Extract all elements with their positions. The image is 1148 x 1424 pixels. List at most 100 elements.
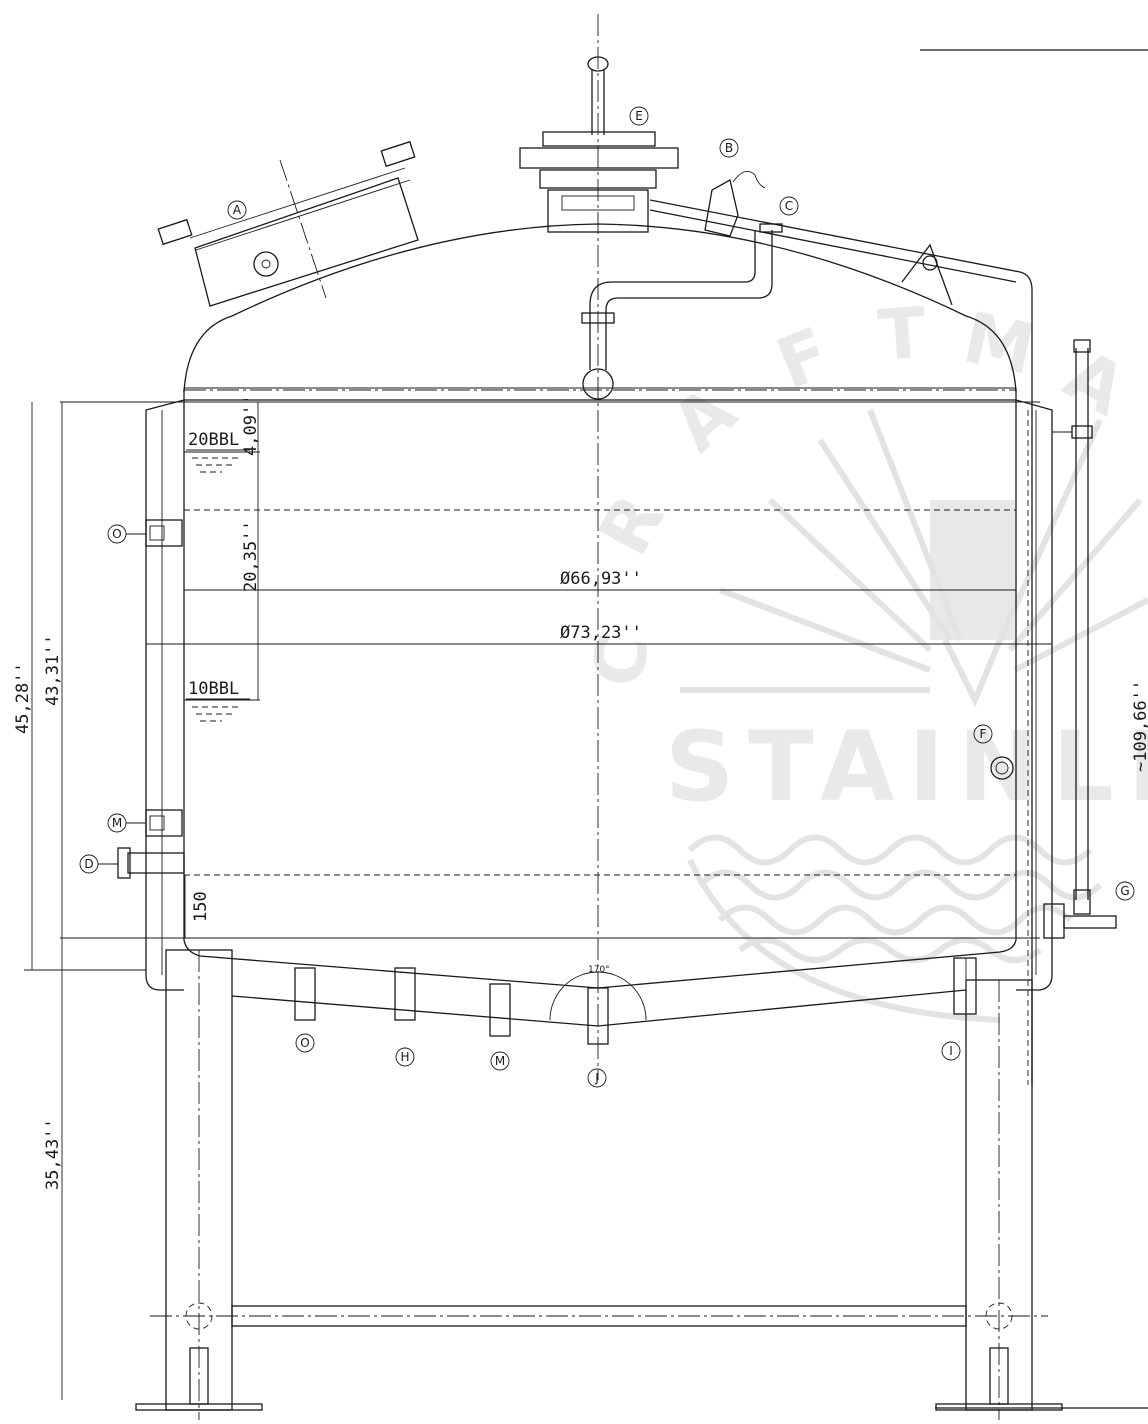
watermark-letter-r: R xyxy=(583,482,681,568)
jacket-vent-pipe-inner xyxy=(649,209,1017,283)
thermowell-f xyxy=(990,756,1014,780)
watermark-rays xyxy=(680,408,1148,693)
dim-top-level-gap: 4,09'' xyxy=(241,395,261,456)
bottom-nozzle-o xyxy=(294,967,316,1021)
cone-outer xyxy=(231,989,967,1027)
tank-dome xyxy=(183,223,1017,393)
callout-f: F xyxy=(980,727,987,741)
callouts: A B C D E F G H I J M M O O xyxy=(79,106,1135,1088)
outlet-d-pipe xyxy=(127,852,185,874)
callout-o-bottom-circle xyxy=(295,1033,315,1053)
cone-angle-arc xyxy=(549,971,647,1021)
relief-valve-b xyxy=(704,170,766,237)
jacket-outer-right xyxy=(145,399,1053,991)
callout-a: A xyxy=(233,203,242,217)
callout-a-circle xyxy=(227,200,247,220)
callout-d: D xyxy=(84,857,93,871)
dim-inner-diameter: Ø66,93'' xyxy=(560,569,642,589)
watermark-letter-a2: A xyxy=(1052,334,1140,432)
callout-b-circle xyxy=(719,138,739,158)
cip-pipe-inner xyxy=(605,230,773,370)
level-marks: 20BBL 10BBL xyxy=(186,430,250,722)
callout-i-circle xyxy=(941,1041,961,1061)
callout-o-side: O xyxy=(112,527,121,541)
manway-assembly xyxy=(157,140,419,307)
top-flange-main xyxy=(519,147,679,169)
sight-glass-cap xyxy=(1073,339,1091,353)
nozzle-m-inner xyxy=(149,815,165,831)
legs xyxy=(135,949,1063,1420)
manway-center-line xyxy=(279,159,327,299)
nozzle-o-inner xyxy=(149,525,165,541)
callout-h-circle xyxy=(395,1047,415,1067)
callout-j: J xyxy=(594,1071,599,1085)
side-outlet-d xyxy=(117,847,185,879)
lug-hole xyxy=(922,255,938,271)
side-nozzle-o xyxy=(145,519,183,547)
relief-valve-wire xyxy=(732,170,766,189)
callout-f-circle xyxy=(973,724,993,744)
level-10bbl-hatch xyxy=(192,706,240,722)
lifting-lug-right xyxy=(901,243,953,306)
dim-shell-height: 43,31'' xyxy=(43,634,63,706)
callout-m-side: M xyxy=(112,816,122,830)
manway-handle-left xyxy=(157,218,193,246)
manway-body xyxy=(194,177,419,307)
cip-pipe-outer xyxy=(589,230,756,370)
top-neck xyxy=(547,189,649,233)
watermark-letter-t: T xyxy=(875,292,929,377)
cone-angle-label: 170° xyxy=(588,965,610,975)
callout-e-circle xyxy=(629,106,649,126)
bottom-nozzle-i xyxy=(953,957,977,1015)
dim-overall-height-left: 45,28'' xyxy=(13,662,33,734)
callout-e: E xyxy=(635,109,643,123)
jacket-vent-pipe xyxy=(649,199,1033,1085)
bottom-nozzles xyxy=(294,957,977,1045)
valve-g-pipe xyxy=(1063,915,1117,929)
outlet-d-flange xyxy=(117,847,131,879)
vent-cap xyxy=(587,56,609,72)
watermark-arc xyxy=(687,858,1001,1023)
watermark-letter-a: A xyxy=(657,370,752,467)
manway-handle-right xyxy=(380,140,416,168)
manway-hinge-pin-inner xyxy=(261,259,271,269)
watermark-tank-shape xyxy=(930,500,1015,640)
leg-left-bolt xyxy=(185,1302,213,1330)
side-nozzle-m xyxy=(145,809,183,837)
jacket-outer-left xyxy=(145,410,184,991)
level-20bbl-label: 20BBL xyxy=(188,430,239,450)
dim-level-gap: 20,35'' xyxy=(241,520,261,592)
callout-c: C xyxy=(785,199,793,213)
watermark-letter-f: F xyxy=(766,312,841,406)
lug-body xyxy=(901,243,953,306)
manway-lid-line-2 xyxy=(195,179,411,251)
cip-pipe xyxy=(581,223,783,400)
callout-h: H xyxy=(400,1050,409,1064)
watermark-tank-cone xyxy=(942,638,1003,708)
cip-clamp xyxy=(581,312,615,324)
top-fitting-e xyxy=(519,56,679,233)
callout-m-bottom-circle xyxy=(490,1051,510,1071)
level-10bbl-label: 10BBL xyxy=(188,679,239,699)
callout-b: B xyxy=(725,141,733,155)
watermark-letter-m: M xyxy=(956,296,1041,391)
callout-j-circle xyxy=(587,1068,607,1088)
dimensions: 45,28'' 43,31'' 35,43'' ~109,66'' 4,09''… xyxy=(13,395,1148,1400)
callout-c-circle xyxy=(779,196,799,216)
dim-bottom-gap: 150 xyxy=(191,891,211,922)
top-flange-lower xyxy=(539,169,657,189)
callout-o-bottom: O xyxy=(300,1036,309,1050)
top-flange-upper xyxy=(542,131,656,147)
foot-left-pad xyxy=(135,1403,263,1411)
manway-hinge-pin xyxy=(253,251,279,277)
callout-i: I xyxy=(949,1044,953,1058)
dim-overall-height-right: ~109,66'' xyxy=(1131,680,1148,772)
dim-legs-height: 35,43'' xyxy=(43,1118,63,1190)
callout-m-bottom: M xyxy=(495,1054,505,1068)
manway-lid-line xyxy=(189,167,406,239)
cip-spray-ball xyxy=(582,368,614,400)
callout-g: G xyxy=(1120,884,1129,898)
nozzle-o-body xyxy=(145,519,183,547)
